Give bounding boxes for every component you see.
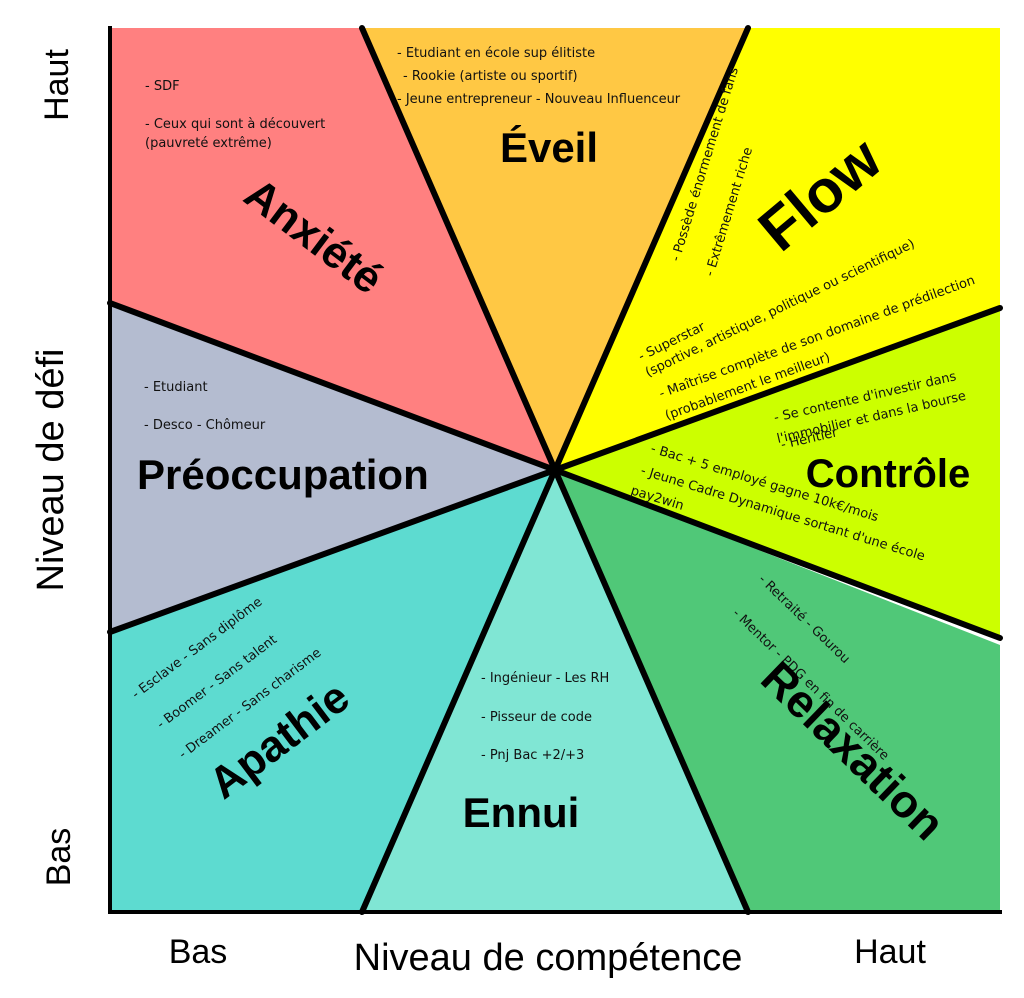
axis-lines <box>108 26 1002 914</box>
ennui-note: - Ingénieur - Les RH <box>481 671 609 686</box>
x-axis-high-label: Haut <box>854 933 926 971</box>
preoccupation-title: Préoccupation <box>137 451 429 498</box>
sector-controle <box>555 308 1000 638</box>
divider-lines <box>107 25 1003 915</box>
sector-anxiete <box>110 28 555 470</box>
controle-title: Contrôle <box>806 452 970 496</box>
x-axis-title: Niveau de compétence <box>354 937 743 979</box>
eveil-note: - Jeune entrepreneur - Nouveau Influence… <box>397 92 681 107</box>
sector-relaxation <box>555 470 1000 912</box>
ennui-note: - Pisseur de code <box>481 710 592 725</box>
anxiete-note: - SDF <box>145 79 180 94</box>
sector-apathie <box>110 470 555 912</box>
ennui-note: - Pnj Bac +2/+3 <box>481 748 584 763</box>
x-axis-low-label: Bas <box>169 933 228 971</box>
preoccupation-note: - Etudiant <box>144 380 208 395</box>
y-axis-low-label: Bas <box>40 828 78 887</box>
sector-flow <box>555 28 1000 470</box>
sector-ennui <box>362 470 748 912</box>
anxiete-note: (pauvreté extrême) <box>145 136 272 151</box>
y-axis-high-label: Haut <box>38 49 76 121</box>
sector-eveil <box>362 28 748 470</box>
ennui-title: Ennui <box>463 789 580 836</box>
eveil-title: Éveil <box>500 124 598 171</box>
sector-preoccupation <box>110 303 555 632</box>
eveil-note: - Etudiant en école sup élitiste <box>397 46 595 61</box>
anxiete-note: - Ceux qui sont à découvert <box>145 117 325 132</box>
preoccupation-note: - Desco - Chômeur <box>144 418 266 433</box>
y-axis-title: Niveau de défi <box>30 349 72 592</box>
eveil-note: - Rookie (artiste ou sportif) <box>403 69 578 84</box>
